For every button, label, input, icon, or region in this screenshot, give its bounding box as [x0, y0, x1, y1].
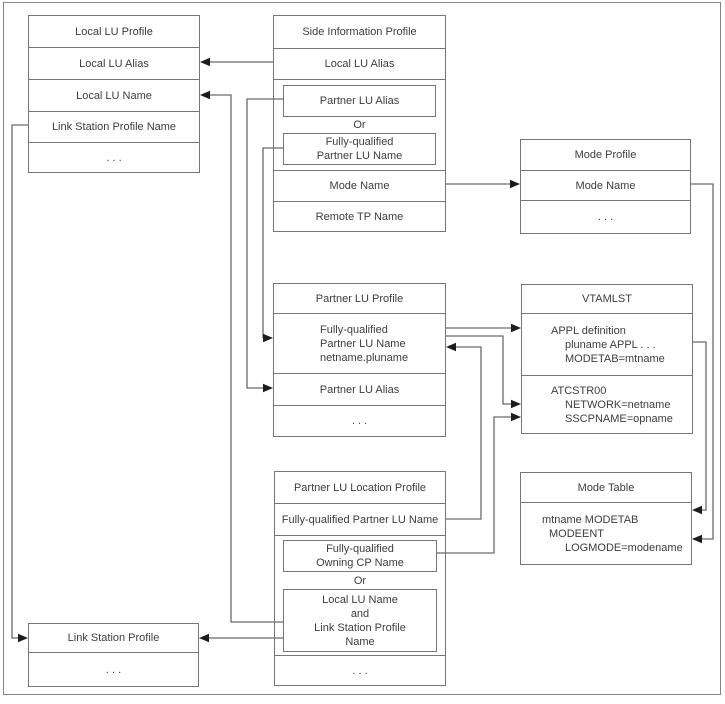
or-label: Or	[353, 119, 366, 131]
side-information-profile-box: Side Information Profile Local LU Alias …	[273, 15, 446, 232]
atc-line1: ATCSTR00	[551, 384, 607, 397]
local-lu-profile-title: Local LU Profile	[75, 25, 153, 38]
atc-line3: SSCPNAME=opname	[565, 412, 673, 425]
fq-line1: Fully-qualified	[320, 323, 388, 336]
fq-line3: netname.pluname	[320, 351, 409, 364]
mode-profile-title: Mode Profile	[574, 149, 637, 161]
mode-table-line3: LOGMODE=modename	[565, 541, 683, 554]
partner-lu-location-profile-ellipsis: . . .	[275, 655, 445, 685]
mode-profile-field-mode-name: Mode Name	[521, 170, 690, 200]
or-label: Or	[353, 575, 367, 587]
vtamlst-title: VTAMLST	[582, 293, 632, 305]
local-lu-profile-field-local-lu-name: Local LU Name	[29, 79, 199, 111]
vtamlst-atcstr00: ATCSTR00 NETWORK=netname SSCPNAME=opname	[522, 375, 692, 433]
appl-line2: pluname APPL . . .	[565, 338, 656, 351]
owning-cp-line2: Owning CP Name	[316, 557, 404, 569]
partner-lu-location-profile-inset-owning-cp-name: Fully-qualified Owning CP Name	[283, 540, 437, 572]
side-information-profile-field-local-lu-alias: Local LU Alias	[274, 48, 445, 79]
mode-table-box: Mode Table mtname MODETAB MODEENT LOGMOD…	[520, 472, 692, 565]
side-information-profile-field-mode-name: Mode Name	[274, 170, 445, 201]
mode-profile-ellipsis: . . .	[521, 200, 690, 233]
vtamlst-box: VTAMLST APPL definition pluname APPL . .…	[521, 284, 693, 434]
local-line1: Local LU Name	[322, 593, 398, 606]
partner-lu-profile-ellipsis: . . .	[274, 405, 445, 436]
side-information-profile-inset-fq-partner-lu-name: Fully-qualified Partner LU Name	[283, 133, 436, 165]
local-line2: and	[350, 607, 370, 620]
fq-partner-lu-name-line1: Fully-qualified	[325, 136, 394, 148]
partner-lu-location-profile-box: Partner LU Location Profile Fully-qualif…	[274, 471, 446, 686]
diagram-frame	[3, 2, 721, 695]
partner-lu-profile-box: Partner LU Profile Fully-qualified Partn…	[273, 283, 446, 437]
local-line4: Name	[345, 635, 375, 648]
side-information-profile-inset-partner-lu-alias: Partner LU Alias	[283, 85, 436, 117]
side-information-profile-field-remote-tp-name: Remote TP Name	[274, 201, 445, 231]
atc-line2: NETWORK=netname	[565, 398, 671, 411]
local-lu-profile-field-local-lu-alias: Local LU Alias	[29, 47, 199, 79]
mode-table-code: mtname MODETAB MODEENT LOGMODE=modename	[521, 502, 691, 564]
partner-lu-profile-field-fq-partner-lu-name: Fully-qualified Partner LU Name netname.…	[274, 313, 445, 373]
mode-table-line2: MODEENT	[549, 527, 604, 540]
partner-lu-location-profile-inset-local-lu-and-link-station: Local LU Name and Link Station Profile N…	[283, 589, 437, 652]
appl-line1: APPL definition	[551, 324, 626, 337]
partner-lu-profile-title: Partner LU Profile	[315, 292, 404, 305]
mode-table-title: Mode Table	[577, 481, 635, 494]
side-information-profile-choice-section: Partner LU Alias Or Fully-qualified Part…	[274, 79, 445, 170]
vtamlst-appl-definition: APPL definition pluname APPL . . . MODET…	[522, 313, 692, 375]
link-station-profile-box: Link Station Profile . . .	[28, 623, 199, 687]
partner-lu-location-profile-title: Partner LU Location Profile	[293, 481, 427, 494]
partner-lu-alias-label: Partner LU Alias	[319, 95, 400, 107]
fq-partner-lu-name-line2: Partner LU Name	[316, 150, 403, 162]
appl-line3: MODETAB=mtname	[565, 352, 665, 365]
local-lu-profile-field-link-station-profile-name: Link Station Profile Name	[29, 111, 199, 142]
side-information-profile-title: Side Information Profile	[302, 26, 417, 38]
owning-cp-line1: Fully-qualified	[326, 543, 394, 555]
partner-lu-location-profile-field-fq-partner-lu-name: Fully-qualified Partner LU Name	[275, 503, 445, 535]
partner-lu-profile-field-partner-lu-alias: Partner LU Alias	[274, 373, 445, 405]
partner-lu-location-profile-choice-section: Fully-qualified Owning CP Name Or Local …	[275, 535, 445, 655]
local-lu-profile-box: Local LU Profile Local LU Alias Local LU…	[28, 15, 200, 173]
local-lu-profile-ellipsis: . . .	[29, 142, 199, 172]
local-line3: Link Station Profile	[314, 621, 406, 634]
fq-line2: Partner LU Name	[320, 337, 406, 350]
mode-profile-box: Mode Profile Mode Name . . .	[520, 139, 691, 234]
mode-table-line1: mtname MODETAB	[542, 513, 639, 526]
link-station-profile-ellipsis: . . .	[29, 652, 198, 686]
link-station-profile-title: Link Station Profile	[67, 632, 160, 644]
